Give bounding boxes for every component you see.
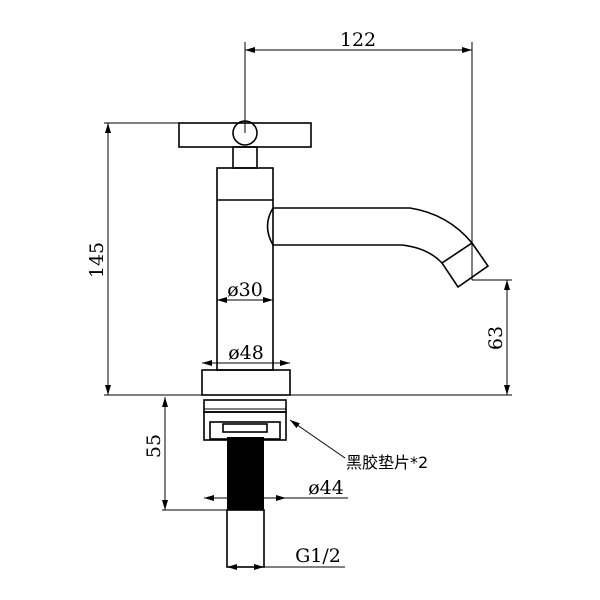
dim-total-height: 145 [86,242,108,278]
faucet-outline [178,120,490,568]
gasket-leader [289,419,346,459]
threaded-shank [227,437,264,510]
gasket-housing [203,411,287,441]
dim-base-diameter: ø48 [228,342,264,364]
dim-thread: G1/2 [295,545,341,567]
dim-nut-diameter: ø44 [308,477,344,499]
aerator [440,241,490,289]
body [216,167,274,371]
nut [203,399,287,413]
spout [266,207,473,264]
dim-shank-length: 55 [143,434,165,458]
dimension-lines [104,42,512,570]
gasket-label: 黑胶垫片*2 [346,453,428,472]
dim-spout-height: 63 [485,326,507,350]
dim-body-diameter: ø30 [227,279,263,301]
stem [232,146,258,169]
dim-spout-reach: 122 [340,29,376,51]
base-flange [201,369,291,396]
pipe [226,509,265,568]
